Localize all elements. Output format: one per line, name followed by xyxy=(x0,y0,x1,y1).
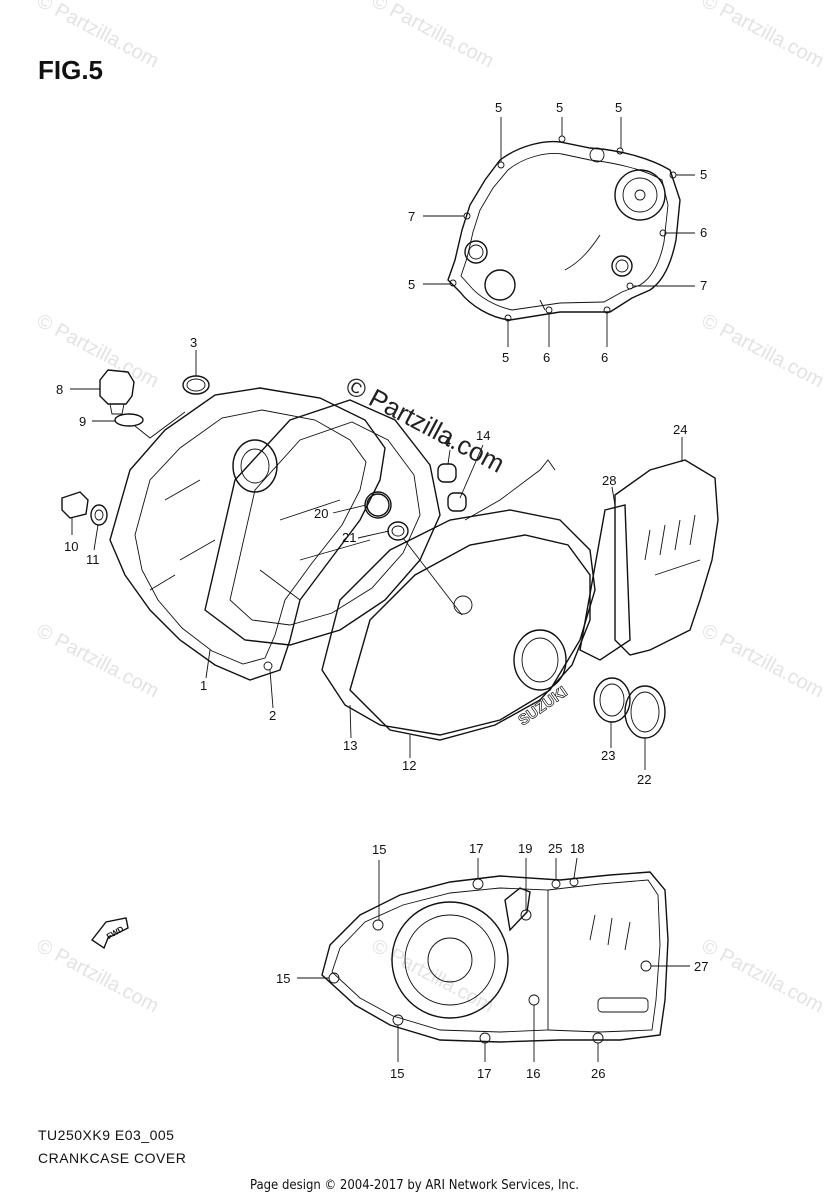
callout-21: 21 xyxy=(342,530,356,545)
callout-5: 5 xyxy=(700,167,707,182)
section-title: CRANKCASE COVER xyxy=(38,1150,187,1166)
assembled-cover-view xyxy=(321,871,669,1044)
callout-leaders-top xyxy=(423,117,695,347)
callout-8: 8 xyxy=(56,382,63,397)
callout-23: 23 xyxy=(601,748,615,763)
callout-5: 5 xyxy=(615,100,622,115)
part-14-gasket-strip xyxy=(464,459,556,521)
callout-18: 18 xyxy=(570,841,584,856)
part-21-o-ring xyxy=(387,521,463,616)
callout-19: 19 xyxy=(518,841,532,856)
callout-28: 28 xyxy=(602,473,616,488)
callout-6: 6 xyxy=(543,350,550,365)
callout-12: 12 xyxy=(402,758,416,773)
part-10-drain-bolt xyxy=(61,491,89,519)
part-9-o-ring xyxy=(114,411,186,439)
callout-6: 6 xyxy=(601,350,608,365)
part-23-o-ring xyxy=(593,677,631,723)
callout-20: 20 xyxy=(314,506,328,521)
callout-5: 5 xyxy=(495,100,502,115)
callout-1: 1 xyxy=(200,678,207,693)
callout-labels: 5 5 5 5 6 7 5 7 5 6 6 3 8 9 4 14 24 28 2… xyxy=(56,100,708,1081)
callout-5: 5 xyxy=(502,350,509,365)
callout-17: 17 xyxy=(477,1066,491,1081)
callout-7: 7 xyxy=(700,278,707,293)
part-2-gasket xyxy=(204,399,441,646)
fwd-label: FWD xyxy=(105,924,125,941)
model-code: TU250XK9 E03_005 xyxy=(38,1127,175,1143)
callout-15: 15 xyxy=(372,842,386,857)
fwd-arrow-icon: FWD xyxy=(90,917,129,950)
part-22-cap xyxy=(624,685,666,739)
callout-17: 17 xyxy=(469,841,483,856)
callout-26: 26 xyxy=(591,1066,605,1081)
callout-9: 9 xyxy=(79,414,86,429)
callout-10: 10 xyxy=(64,539,78,554)
callout-16: 16 xyxy=(526,1066,540,1081)
callout-5: 5 xyxy=(556,100,563,115)
callout-3: 3 xyxy=(190,335,197,350)
callout-25: 25 xyxy=(548,841,562,856)
callout-15: 15 xyxy=(390,1066,404,1081)
footer-copyright: Page design © 2004-2017 by ARI Network S… xyxy=(250,1178,579,1193)
part-11-washer xyxy=(90,504,108,526)
part-8-oil-cap xyxy=(99,369,135,415)
callout-11: 11 xyxy=(86,552,100,567)
figure-label: FIG.5 xyxy=(38,55,104,85)
part-12-magneto-cover: SUZUKI xyxy=(349,534,591,741)
callout-14: 14 xyxy=(476,428,490,443)
callout-4: 4 xyxy=(444,434,451,449)
part-3-seal xyxy=(182,375,210,395)
part-24-sprocket-cover xyxy=(614,459,719,656)
callout-6: 6 xyxy=(700,225,707,240)
part-28-gasket xyxy=(579,504,631,661)
callout-22: 22 xyxy=(637,772,651,787)
callout-2: 2 xyxy=(269,708,276,723)
callout-5: 5 xyxy=(408,277,415,292)
callout-leaders-middle xyxy=(70,350,683,770)
part-4-dowel xyxy=(437,463,467,512)
part-13-gasket xyxy=(321,509,596,736)
callout-7: 7 xyxy=(408,209,415,224)
callout-13: 13 xyxy=(343,738,357,753)
callout-leaders-bottom xyxy=(297,857,690,1062)
callout-15: 15 xyxy=(276,971,290,986)
part-20-cap xyxy=(364,491,392,519)
clutch-cover-top-view xyxy=(447,135,681,322)
callout-27: 27 xyxy=(694,959,708,974)
callout-24: 24 xyxy=(673,422,687,437)
